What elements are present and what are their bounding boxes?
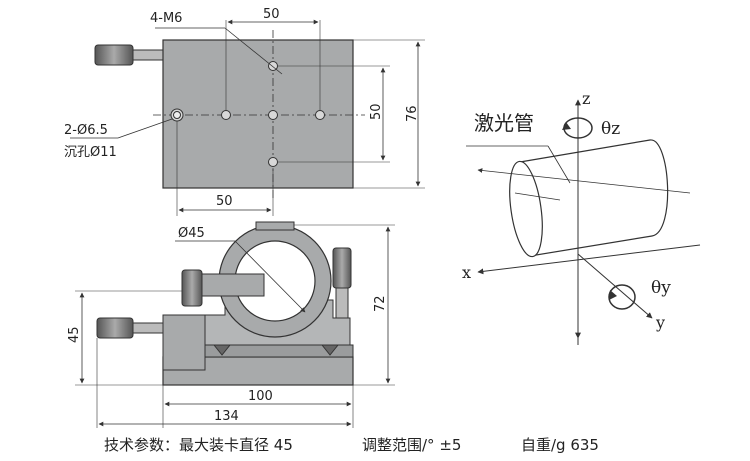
rotation-z-icon	[562, 117, 593, 139]
top-holes	[170, 61, 325, 167]
weight: 自重/g 635	[521, 436, 599, 454]
theta-y-label: θy	[651, 278, 671, 298]
thread-label: 4-M6	[150, 11, 182, 26]
rotation-y-icon	[608, 284, 636, 310]
adjust-range: 调整范围/° ±5	[362, 436, 461, 454]
front-screw-right	[332, 247, 352, 319]
front-view: Ø45 72 45 100 134	[67, 221, 395, 428]
front-left-block	[162, 314, 206, 371]
hole-label: 2-Ø6.5	[64, 123, 108, 138]
dim-total-134: 134	[214, 409, 239, 424]
y-label: y	[655, 313, 665, 332]
front-screw-upper	[181, 269, 265, 307]
laser-label: 激光管	[474, 111, 534, 135]
dim-height-76: 76	[405, 105, 420, 122]
dim-height-45: 45	[67, 326, 82, 343]
specs: 技术参数：最大装卡直径 45 调整范围/° ±5 自重/g 635	[104, 436, 599, 454]
dim-base-100: 100	[248, 389, 273, 404]
cylinder-end	[509, 160, 543, 258]
dim-bottom-50: 50	[216, 194, 233, 209]
front-screw-left	[96, 317, 164, 339]
dim-right-50: 50	[369, 103, 384, 120]
dim-height-72: 72	[373, 295, 388, 312]
dia-label: Ø45	[178, 226, 205, 241]
z-label: z	[582, 89, 590, 108]
x-label: x	[462, 263, 471, 282]
tech-params: 技术参数：最大装卡直径 45	[104, 436, 293, 454]
axis-diagram: 激光管 z θz x θy y	[462, 89, 701, 345]
theta-z-label: θz	[601, 119, 620, 139]
top-view: 4-M6 50 50 76 50 2-Ø6.5 沉孔Ø11	[64, 7, 425, 216]
top-screw	[94, 44, 164, 66]
dim-top-50: 50	[263, 7, 280, 22]
counterbore-label: 沉孔Ø11	[64, 145, 117, 160]
